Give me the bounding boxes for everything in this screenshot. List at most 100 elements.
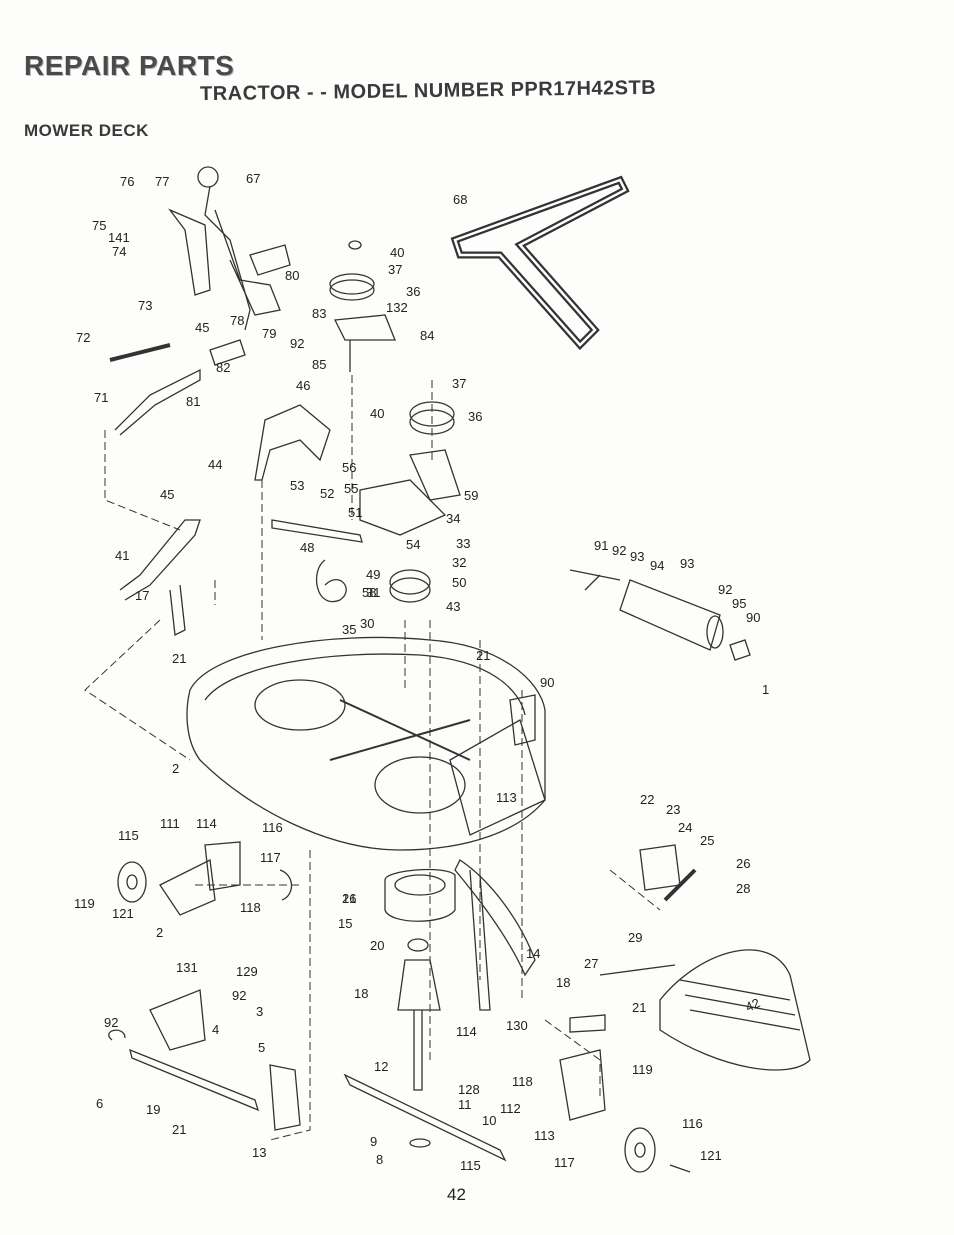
- part-callout-56: 56: [342, 460, 356, 475]
- chute-logo-text: 42: [743, 995, 762, 1015]
- part-callout-116: 116: [262, 820, 283, 835]
- part-callout-35: 35: [342, 622, 356, 637]
- part-callout-54: 54: [406, 537, 420, 552]
- spring-72: [109, 343, 171, 362]
- part-callout-29: 29: [628, 930, 642, 945]
- part-callout-2: 2: [156, 925, 163, 940]
- part-callout-49: 49: [366, 567, 380, 582]
- part-callout-76: 76: [120, 174, 134, 189]
- page-title: REPAIR PARTS: [24, 50, 235, 81]
- part-callout-83: 83: [312, 306, 326, 321]
- part-callout-95: 95: [732, 596, 746, 611]
- part-callout-31: 31: [366, 585, 380, 600]
- part-callout-80: 80: [285, 268, 299, 283]
- part-callout-141: 141: [108, 230, 130, 245]
- part-callout-92: 92: [612, 543, 626, 558]
- part-callout-15: 15: [338, 916, 352, 931]
- part-callout-41: 41: [115, 548, 129, 563]
- part-callout-74: 74: [112, 244, 126, 259]
- part-callout-22: 22: [640, 792, 654, 807]
- part-callout-114: 114: [456, 1024, 477, 1039]
- part-callout-28: 28: [736, 881, 750, 896]
- part-callout-129: 129: [236, 964, 258, 979]
- part-callout-90: 90: [746, 610, 760, 625]
- part-callout-68: 68: [453, 192, 467, 207]
- part-callout-90: 90: [540, 675, 554, 690]
- part-callout-10: 10: [482, 1113, 496, 1128]
- part-callout-71: 71: [94, 390, 108, 405]
- part-callout-117: 117: [554, 1155, 575, 1170]
- idler-arm-53: [271, 519, 363, 543]
- part-callout-128: 128: [458, 1082, 480, 1097]
- part-callout-23: 23: [666, 802, 680, 817]
- part-callout-36: 36: [406, 284, 420, 299]
- part-callout-52: 52: [320, 486, 334, 501]
- part-callout-27: 27: [584, 956, 598, 971]
- part-callout-81: 81: [186, 394, 200, 409]
- spring-58: [315, 559, 347, 603]
- part-callout-1: 1: [762, 682, 769, 697]
- part-callout-14: 14: [526, 946, 540, 961]
- part-callout-132: 132: [386, 300, 408, 315]
- part-callout-121: 121: [112, 906, 134, 921]
- part-callout-115: 115: [460, 1158, 481, 1173]
- part-callout-79: 79: [262, 326, 276, 341]
- part-callout-94: 94: [650, 558, 664, 573]
- part-callout-37: 37: [452, 376, 466, 391]
- lift-knob: [197, 166, 219, 188]
- part-callout-16: 16: [342, 891, 356, 906]
- part-callout-92: 92: [718, 582, 732, 597]
- part-callout-119: 119: [632, 1062, 653, 1077]
- part-callout-82: 82: [216, 360, 230, 375]
- part-callout-112: 112: [500, 1101, 521, 1116]
- part-callout-55: 55: [344, 481, 358, 496]
- part-callout-121: 121: [700, 1148, 722, 1163]
- part-callout-59: 59: [464, 488, 478, 503]
- part-callout-91: 91: [594, 538, 608, 553]
- part-callout-21: 21: [342, 891, 356, 906]
- part-callout-19: 19: [146, 1102, 160, 1117]
- part-callout-5: 5: [258, 1040, 265, 1055]
- part-callout-21: 21: [476, 648, 490, 663]
- part-callout-72: 72: [76, 330, 90, 345]
- part-callout-26: 26: [736, 856, 750, 871]
- part-callout-130: 130: [506, 1018, 528, 1033]
- part-callout-24: 24: [678, 820, 692, 835]
- part-callout-84: 84: [420, 328, 434, 343]
- part-callout-13: 13: [252, 1145, 266, 1160]
- part-callout-93: 93: [680, 556, 694, 571]
- part-callout-34: 34: [446, 511, 460, 526]
- part-callout-92: 92: [232, 988, 246, 1003]
- part-callout-118: 118: [240, 900, 261, 915]
- part-callout-36: 36: [468, 409, 482, 424]
- part-callout-37: 37: [388, 262, 402, 277]
- part-callout-45: 45: [195, 320, 209, 335]
- part-callout-118: 118: [512, 1074, 533, 1089]
- part-callout-12: 12: [374, 1059, 388, 1074]
- part-callout-111: 111: [160, 816, 180, 831]
- roller-94: [619, 579, 721, 651]
- part-callout-8: 8: [376, 1152, 383, 1167]
- part-callout-75: 75: [92, 218, 106, 233]
- part-callout-40: 40: [390, 245, 404, 260]
- part-callout-21: 21: [172, 1122, 186, 1137]
- mower-deck: [186, 636, 546, 851]
- part-callout-30: 30: [360, 616, 374, 631]
- part-callout-44: 44: [208, 457, 222, 472]
- page-number: 42: [447, 1185, 466, 1204]
- part-callout-115: 115: [118, 828, 139, 843]
- part-callout-85: 85: [312, 357, 326, 372]
- part-callout-3: 3: [256, 1004, 263, 1019]
- part-callout-117: 117: [260, 850, 281, 865]
- spring-80: [249, 244, 291, 276]
- part-callout-113: 113: [496, 790, 517, 805]
- part-callout-53: 53: [290, 478, 304, 493]
- part-callout-58: 58: [362, 585, 376, 600]
- part-callout-4: 4: [212, 1022, 219, 1037]
- part-callout-6: 6: [96, 1096, 103, 1111]
- part-callout-43: 43: [446, 599, 460, 614]
- part-callout-93: 93: [630, 549, 644, 564]
- part-callout-33: 33: [456, 536, 470, 551]
- part-callout-50: 50: [452, 575, 466, 590]
